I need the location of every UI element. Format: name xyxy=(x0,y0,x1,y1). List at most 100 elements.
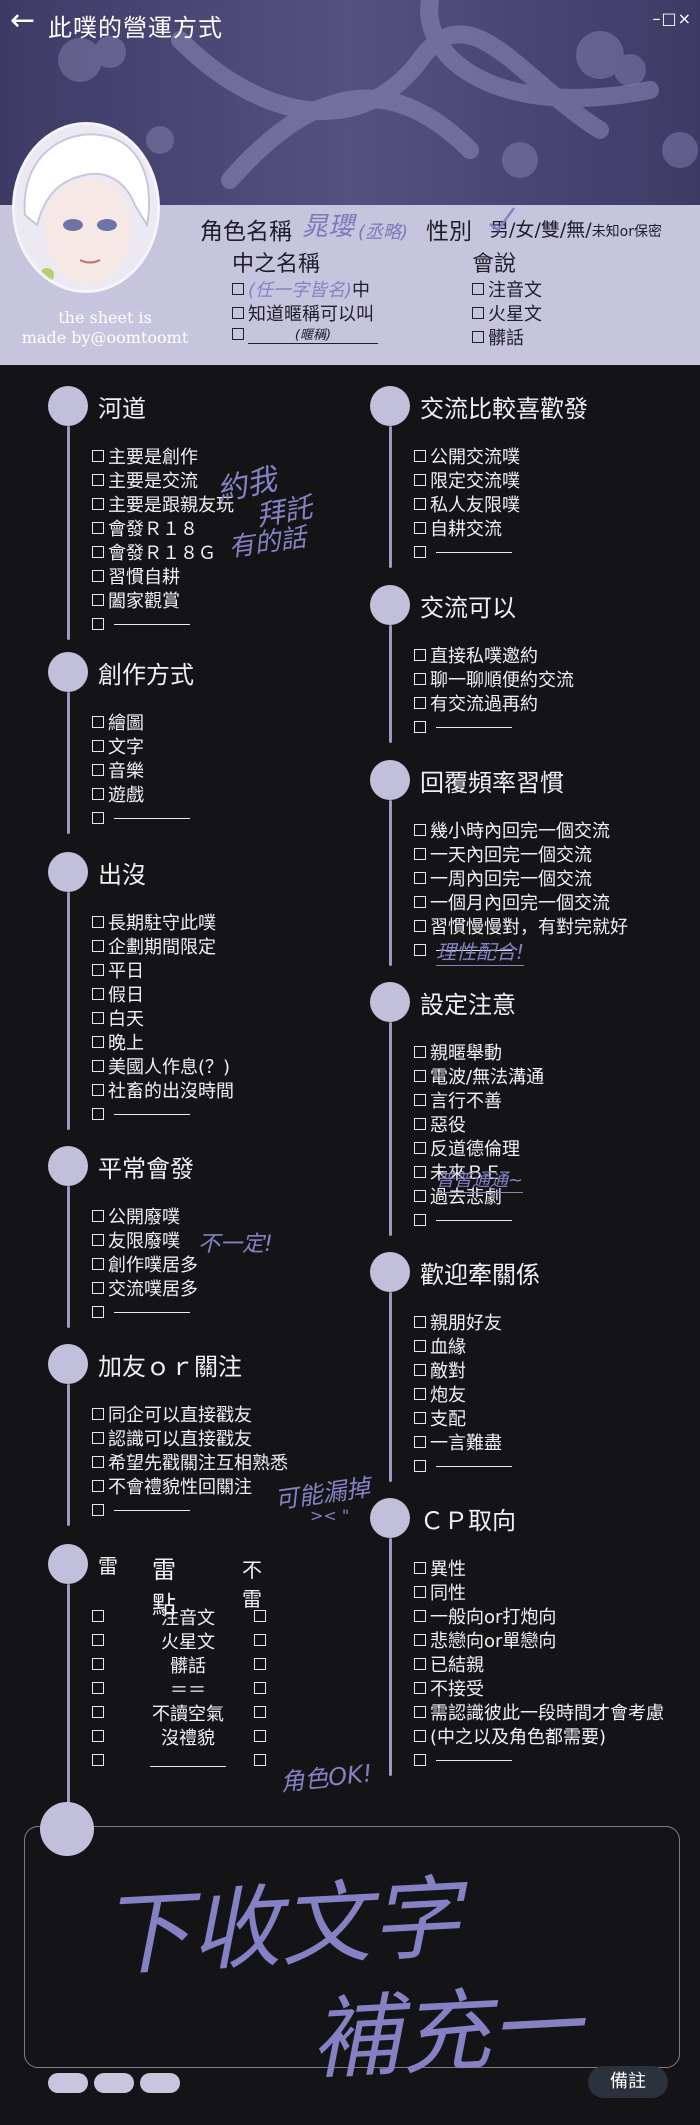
safe-checkbox[interactable] xyxy=(254,1610,266,1622)
checkbox[interactable] xyxy=(414,848,426,860)
blank-line[interactable] xyxy=(436,1465,512,1467)
check-item[interactable]: 聊一聊順便約交流 xyxy=(414,667,574,691)
checkbox[interactable] xyxy=(414,1610,426,1622)
blank-line[interactable] xyxy=(436,726,512,728)
check-item[interactable]: 創作噗居多 xyxy=(92,1252,198,1276)
check-item[interactable]: 不接受 xyxy=(414,1676,484,1700)
check-item[interactable] xyxy=(92,612,190,636)
checkbox[interactable] xyxy=(414,1340,426,1352)
check-item[interactable]: 自耕交流 xyxy=(414,516,502,540)
check-item[interactable] xyxy=(92,1498,190,1522)
check-item[interactable]: 電波/無法溝通 xyxy=(414,1064,544,1088)
blank-line[interactable] xyxy=(114,817,190,819)
safe-checkbox[interactable] xyxy=(254,1634,266,1646)
check-item[interactable]: 惡役 xyxy=(414,1112,466,1136)
mine-checkbox[interactable] xyxy=(92,1610,104,1622)
check-item[interactable]: 親朋好友 xyxy=(414,1310,502,1334)
checkbox[interactable] xyxy=(414,1364,426,1376)
checkbox[interactable] xyxy=(92,1480,104,1492)
check-item[interactable]: 主要是交流 xyxy=(92,468,198,492)
checkbox[interactable] xyxy=(92,570,104,582)
mine-checkbox[interactable] xyxy=(92,1682,104,1694)
safe-checkbox[interactable] xyxy=(254,1754,266,1766)
check-item[interactable]: 同企可以直接戳友 xyxy=(92,1402,252,1426)
safe-checkbox[interactable] xyxy=(254,1682,266,1694)
checkbox[interactable] xyxy=(414,673,426,685)
blank-line[interactable] xyxy=(114,1311,190,1313)
mine-checkbox[interactable] xyxy=(92,1706,104,1718)
checkbox[interactable] xyxy=(414,1658,426,1670)
check-item[interactable] xyxy=(414,1748,512,1772)
check-item[interactable]: 幾小時內回完一個交流 xyxy=(414,818,610,842)
checkbox[interactable] xyxy=(92,522,104,534)
checkbox[interactable] xyxy=(414,1070,426,1082)
checkbox[interactable] xyxy=(92,1306,104,1318)
checkbox[interactable] xyxy=(414,872,426,884)
check-item[interactable]: 敵對 xyxy=(414,1358,466,1382)
check-item[interactable]: 長期駐守此噗 xyxy=(92,910,216,934)
checkbox[interactable] xyxy=(92,1504,104,1516)
page-dot-1[interactable] xyxy=(48,2073,88,2093)
notes-box[interactable] xyxy=(24,1826,680,2068)
check-item[interactable]: 直接私噗邀約 xyxy=(414,643,538,667)
blank-line[interactable] xyxy=(436,1759,512,1761)
checkbox[interactable] xyxy=(414,1706,426,1718)
check-item[interactable] xyxy=(414,1208,512,1232)
check-item[interactable]: 習慣自耕 xyxy=(92,564,180,588)
checkbox[interactable] xyxy=(92,788,104,800)
checkbox[interactable] xyxy=(92,1456,104,1468)
check-item[interactable] xyxy=(414,540,512,564)
check-item[interactable]: 反道德倫理 xyxy=(414,1136,520,1160)
check-item[interactable]: 社畜的出沒時間 xyxy=(92,1078,234,1102)
check-item[interactable]: 限定交流噗 xyxy=(414,468,520,492)
check-item[interactable]: 不會禮貌性回關注 xyxy=(92,1474,252,1498)
blank-line[interactable] xyxy=(436,1219,512,1221)
checkbox[interactable] xyxy=(92,764,104,776)
check-item[interactable]: 企劃期間限定 xyxy=(92,934,216,958)
checkbox[interactable] xyxy=(414,896,426,908)
check-item[interactable] xyxy=(92,1300,190,1324)
check-item[interactable]: 公開交流噗 xyxy=(414,444,520,468)
checkbox[interactable] xyxy=(414,474,426,486)
check-item[interactable]: 遊戲 xyxy=(92,782,144,806)
checkbox[interactable] xyxy=(92,740,104,752)
blank-line[interactable] xyxy=(436,949,512,951)
check-item[interactable]: 美國人作息(？) xyxy=(92,1054,230,1078)
checkbox[interactable] xyxy=(92,1432,104,1444)
check-item[interactable] xyxy=(414,715,512,739)
checkbox[interactable] xyxy=(472,283,484,295)
check-item[interactable]: 會發Ｒ１８ xyxy=(92,516,198,540)
checkbox[interactable] xyxy=(414,1388,426,1400)
lang-option[interactable]: 火星文 xyxy=(472,300,542,326)
check-item[interactable]: 已結親 xyxy=(414,1652,484,1676)
lang-option[interactable]: 髒話 xyxy=(472,324,524,350)
checkbox[interactable] xyxy=(92,1258,104,1270)
check-item[interactable]: 希望先戳關注互相熟悉 xyxy=(92,1450,288,1474)
checkbox[interactable] xyxy=(414,1682,426,1694)
check-item[interactable]: 有交流過再約 xyxy=(414,691,538,715)
checkbox[interactable] xyxy=(92,988,104,1000)
checkbox[interactable] xyxy=(92,916,104,928)
checkbox[interactable] xyxy=(92,474,104,486)
check-item[interactable]: 血緣 xyxy=(414,1334,466,1358)
check-item[interactable]: 假日 xyxy=(92,982,144,1006)
check-item[interactable]: 一言難盡 xyxy=(414,1430,502,1454)
check-item[interactable]: 異性 xyxy=(414,1556,466,1580)
check-item[interactable]: 悲戀向or單戀向 xyxy=(414,1628,556,1652)
checkbox[interactable] xyxy=(414,1754,426,1766)
check-item[interactable]: 晚上 xyxy=(92,1030,144,1054)
check-item[interactable]: 主要是跟親友玩 xyxy=(92,492,234,516)
checkbox[interactable] xyxy=(92,618,104,630)
window-controls-icon[interactable]: –□× xyxy=(652,9,692,28)
check-item[interactable]: 親暱舉動 xyxy=(414,1040,502,1064)
checkbox[interactable] xyxy=(92,1408,104,1420)
mine-checkbox[interactable] xyxy=(92,1658,104,1670)
checkbox[interactable] xyxy=(92,716,104,728)
checkbox[interactable] xyxy=(414,697,426,709)
safe-checkbox[interactable] xyxy=(254,1730,266,1742)
check-item[interactable]: 一般向or打炮向 xyxy=(414,1604,556,1628)
blank-line[interactable] xyxy=(114,623,190,625)
checkbox[interactable] xyxy=(414,824,426,836)
check-item[interactable]: 交流噗居多 xyxy=(92,1276,198,1300)
blank-line[interactable] xyxy=(114,1509,190,1511)
